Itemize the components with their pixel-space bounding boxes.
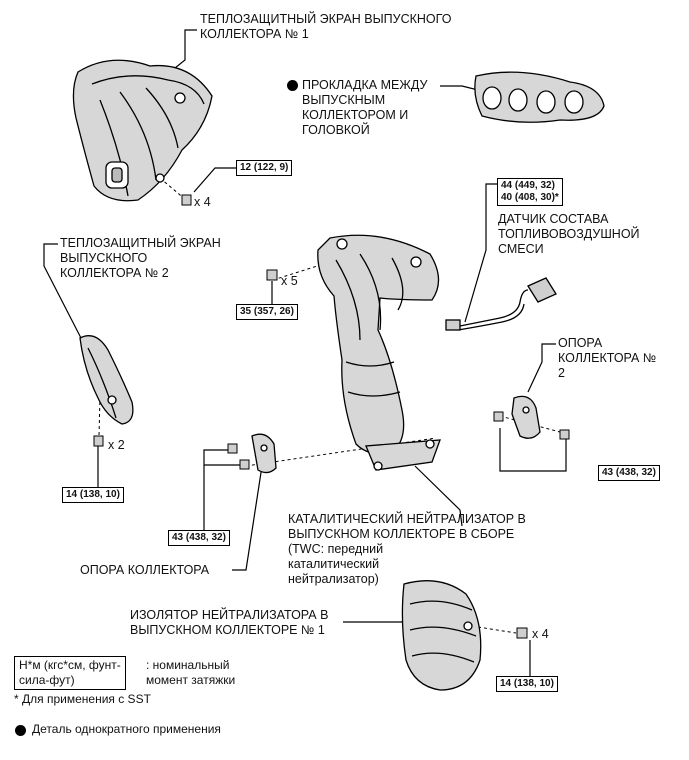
leader-converter: [414, 465, 463, 527]
torque-43-right: 43 (438, 32): [598, 465, 660, 481]
af-sensor-illustration: [445, 277, 557, 331]
label-converter-insulator: ИЗОЛЯТОР НЕЙТРАЛИЗАТОРА В ВЫПУСКНОМ КОЛЛ…: [130, 608, 329, 637]
label-converter-assy: КАТАЛИТИЧЕСКИЙ НЕЙТРАЛИЗАТОР В ВЫПУСКНОМ…: [288, 512, 526, 586]
heat-insulator-1-illustration: [72, 59, 213, 202]
non-reusable-marker-gasket: [287, 80, 298, 91]
bolt-x2: [93, 435, 104, 447]
bracket-43-right: [499, 428, 567, 472]
bolt-top: [181, 194, 192, 206]
legend-non-reusable: Деталь однократного применения: [32, 722, 221, 736]
bolts-stay-right: [493, 411, 570, 440]
legend-non-reusable-dot: [15, 725, 26, 736]
torque-14-bottom: 14 (138, 10): [496, 676, 558, 692]
qty-x4-bottom: x 4: [532, 627, 549, 641]
legend-sst-note: * Для применения с SST: [14, 692, 151, 706]
manifold-converter-illustration: [317, 234, 441, 471]
bolt-x5: [266, 269, 278, 281]
gasket-illustration: [474, 71, 605, 123]
bolt-x4-bottom: [516, 627, 528, 639]
torque-12: 12 (122, 9): [236, 160, 293, 176]
leader-stay-2: [527, 343, 556, 393]
torque-14-left: 14 (138, 10): [62, 487, 124, 503]
qty-x5: x 5: [281, 274, 298, 288]
manifold-stay-2-illustration: [511, 395, 541, 439]
qty-x4-top: x 4: [194, 195, 211, 209]
label-manifold-stay-2: ОПОРА КОЛЛЕКТОРА № 2: [558, 336, 657, 380]
label-gasket: ПРОКЛАДКА МЕЖДУ ВЫПУСКНЫМ КОЛЛЕКТОРОМ И …: [302, 78, 428, 137]
legend-unit-box: Н*м (кгс*см, фунт- сила-фут): [14, 656, 126, 690]
torque-43-left: 43 (438, 32): [168, 530, 230, 546]
legend-unit-desc: : номинальный момент затяжки: [146, 658, 236, 687]
qty-x2: x 2: [108, 438, 125, 452]
label-heat-shield-2: ТЕПЛОЗАЩИТНЫЙ ЭКРАН ВЫПУСКНОГО КОЛЛЕКТОР…: [60, 236, 221, 280]
label-manifold-stay: ОПОРА КОЛЛЕКТОРА: [80, 563, 210, 577]
leader-stay: [232, 465, 263, 571]
leader-heat-shield-2: [43, 243, 83, 341]
bolts-stay-left: [227, 443, 250, 470]
label-heat-shield-1: ТЕПЛОЗАЩИТНЫЙ ЭКРАН ВЫПУСКНОГО КОЛЛЕКТОР…: [200, 12, 452, 41]
torque-44-40: 44 (449, 32) 40 (408, 30)*: [497, 178, 563, 206]
label-af-sensor: ДАТЧИК СОСТАВА ТОПЛИВОВОЗДУШНОЙ СМЕСИ: [498, 212, 640, 256]
heat-insulator-2-illustration: [79, 335, 134, 425]
leader-gasket: [440, 85, 479, 91]
torque-35: 35 (357, 26): [236, 304, 298, 320]
leader-heat-shield-1: [169, 29, 197, 73]
bracket-12: [193, 167, 236, 193]
bracket-43-left: [203, 449, 244, 530]
manifold-stay-illustration: [251, 433, 277, 474]
leader-af-sensor: [464, 183, 497, 323]
converter-insulator-illustration: [401, 580, 482, 691]
